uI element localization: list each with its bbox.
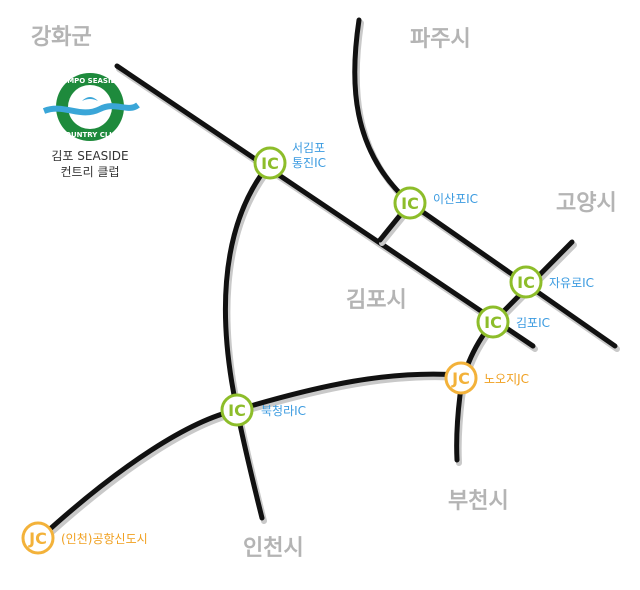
region-labels: 강화군 파주시 고양시 김포시 부천시 인천시 — [31, 25, 617, 561]
ic-gimpo[interactable]: IC — [476, 305, 510, 339]
ic-badge-text: IC — [484, 313, 502, 332]
logo-bird-icon — [82, 97, 98, 101]
ic-seogimpo-label-2: 통진IC — [292, 156, 326, 170]
road-west-curve — [222, 160, 273, 521]
region-goyang: 고양시 — [556, 191, 617, 216]
jc-badge-text: JC — [451, 369, 470, 388]
region-ganghwa: 강화군 — [31, 25, 92, 50]
region-paju: 파주시 — [410, 27, 471, 52]
jc-badge-icon — [21, 521, 55, 555]
ic-badge-icon — [220, 393, 254, 427]
road-main-diagonal — [114, 63, 536, 349]
jc-nojoji-label: 노오지JC — [484, 372, 529, 386]
club-name-line1: 김포 SEASIDE — [51, 149, 128, 163]
ic-badge-text: IC — [261, 154, 279, 173]
ic-badge-text: IC — [517, 273, 535, 292]
ic-badge-text: IC — [401, 194, 419, 213]
jc-incheon-airport[interactable]: JC — [21, 521, 55, 555]
region-bucheon: 부천시 — [448, 489, 509, 514]
ic-gimpo-label: 김포IC — [516, 316, 550, 330]
region-incheon: 인천시 — [243, 536, 304, 561]
logo-top-text: GIMPO SEASIDE — [59, 77, 122, 85]
jc-badge-icon — [444, 361, 478, 395]
ic-jayuro[interactable]: IC — [509, 265, 543, 299]
jc-badge-text: JC — [28, 529, 47, 548]
ic-badge-icon — [393, 186, 427, 220]
logo-water-icon — [42, 102, 140, 116]
ic-badge-icon — [476, 305, 510, 339]
ic-isanpo-label: 이산포IC — [433, 192, 478, 206]
ic-badge-icon — [509, 265, 543, 299]
ic-isanpo[interactable]: IC — [393, 186, 427, 220]
ic-bukcheongna-label: 북청라IC — [261, 404, 306, 418]
jc-incheon-airport-label: (인천)공항신도시 — [61, 531, 148, 546]
ic-seogimpo[interactable]: IC — [253, 146, 287, 180]
region-gimpo: 김포시 — [346, 288, 407, 313]
logo-inner — [68, 85, 112, 129]
ic-badge-text: IC — [228, 401, 246, 420]
ic-bukcheongna[interactable]: IC — [220, 393, 254, 427]
ic-jayuro-label: 자유로IC — [549, 276, 594, 290]
ic-seogimpo-label-1: 서김포 — [292, 141, 325, 155]
jc-nojoji[interactable]: JC — [444, 361, 478, 395]
road-east-diagonal — [454, 239, 575, 463]
logo-bottom-text: COUNTRY CLUB — [60, 131, 120, 139]
club-logo: GIMPO SEASIDE COUNTRY CLUB — [42, 73, 140, 141]
club-name-line2: 컨트리 클럽 — [60, 165, 119, 179]
ic-badge-icon — [253, 146, 287, 180]
